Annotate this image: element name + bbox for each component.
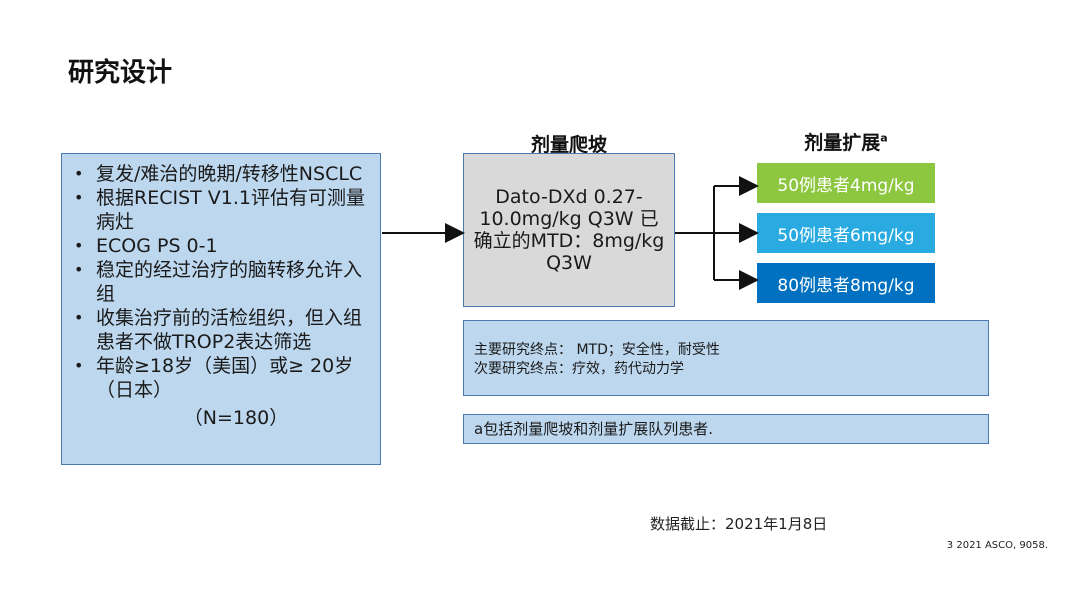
reference-citation: 3 2021 ASCO, 9058. <box>946 540 1048 551</box>
cohort-label: 50例患者6mg/kg <box>777 225 915 246</box>
criteria-item-text: 根据RECIST V1.1评估有可测量病灶 <box>96 187 365 233</box>
list-item: •ECOG PS 0-1 <box>74 235 218 257</box>
cohort-8mg: 80例患者8mg/kg <box>757 263 935 303</box>
criteria-list: •复发/难治的晚期/转移性NSCLC •根据RECIST V1.1评估有可测量病… <box>70 162 372 402</box>
criteria-item-text: ECOG PS 0-1 <box>96 235 218 257</box>
cohort-label: 80例患者8mg/kg <box>777 275 915 296</box>
primary-endpoint: 主要研究终点： MTD；安全性，耐受性 <box>474 342 720 358</box>
dose-escalation-text: Dato-DXd 0.27-10.0mg/kg Q3W 已确立的MTD：8mg/… <box>473 186 665 274</box>
list-item: •根据RECIST V1.1评估有可测量病灶 <box>74 187 365 233</box>
list-item: •年龄≥18岁（美国）或≥ 20岁（日本） <box>74 355 354 401</box>
list-item: •复发/难治的晚期/转移性NSCLC <box>74 163 363 185</box>
cohort-label: 50例患者4mg/kg <box>777 175 915 196</box>
list-item: •稳定的经过治疗的脑转移允许入组 <box>74 259 363 305</box>
dose-escalation-header: 剂量爬坡 <box>530 134 607 156</box>
dose-expansion-header: 剂量扩展a <box>757 128 935 155</box>
footnote-box: a包括剂量爬坡和剂量扩展队列患者. <box>463 414 989 444</box>
criteria-item-text: 复发/难治的晚期/转移性NSCLC <box>96 163 363 185</box>
criteria-item-text: 收集治疗前的活检组织，但入组患者不做TROP2表达筛选 <box>96 307 363 353</box>
cohort-6mg: 50例患者6mg/kg <box>757 213 935 253</box>
endpoints-box: 主要研究终点： MTD；安全性，耐受性 次要研究终点：疗效，药代动力学 <box>463 320 989 396</box>
data-cutoff-date: 数据截止：2021年1月8日 <box>650 515 828 533</box>
patient-count: （N=180） <box>183 407 289 429</box>
footnote-text: a包括剂量爬坡和剂量扩展队列患者. <box>474 420 713 438</box>
dose-escalation-box: Dato-DXd 0.27-10.0mg/kg Q3W 已确立的MTD：8mg/… <box>463 153 675 307</box>
list-item: •收集治疗前的活检组织，但入组患者不做TROP2表达筛选 <box>74 307 363 353</box>
dose-expansion-footnote-mark: a <box>880 131 888 145</box>
secondary-endpoint: 次要研究终点：疗效，药代动力学 <box>474 361 684 377</box>
criteria-item-text: 年龄≥18岁（美国）或≥ 20岁（日本） <box>96 355 354 401</box>
dose-expansion-header-text: 剂量扩展 <box>804 132 881 154</box>
page-title: 研究设计 <box>68 58 173 88</box>
criteria-item-text: 稳定的经过治疗的脑转移允许入组 <box>96 259 363 305</box>
eligibility-criteria-box: •复发/难治的晚期/转移性NSCLC •根据RECIST V1.1评估有可测量病… <box>61 153 381 465</box>
cohort-4mg: 50例患者4mg/kg <box>757 163 935 203</box>
